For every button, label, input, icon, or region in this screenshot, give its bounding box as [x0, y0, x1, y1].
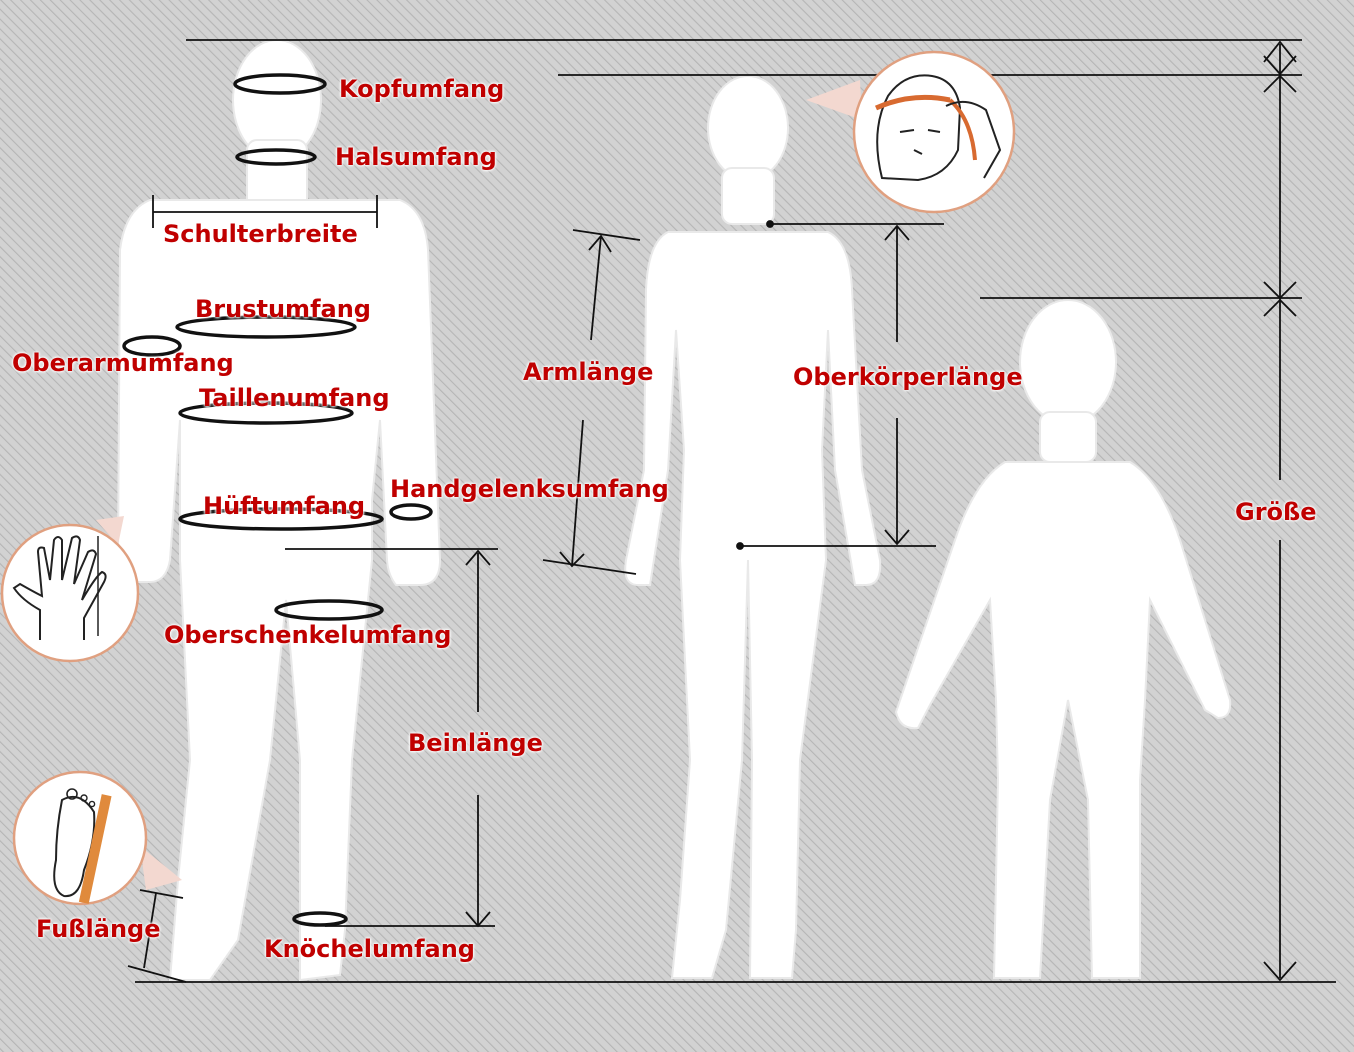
label-schulterbreite: Schulterbreite	[163, 220, 358, 248]
label-taillenumfang: Taillenumfang	[199, 384, 390, 412]
upper-arm-ring	[122, 335, 182, 357]
label-beinlaenge: Beinlänge	[408, 729, 543, 757]
ankle-ring	[292, 911, 348, 927]
label-hueftumfang: Hüftumfang	[203, 492, 366, 520]
neck-ring	[235, 148, 317, 166]
label-brustumfang: Brustumfang	[195, 295, 371, 323]
label-kopfumfang: Kopfumfang	[339, 75, 505, 103]
label-handgelenksumfang: Handgelenksumfang	[390, 475, 669, 503]
head-tape-measure-icon	[806, 50, 1016, 214]
foot-ruler-icon	[12, 770, 182, 906]
measurement-lines	[113, 39, 1336, 983]
thigh-ring	[274, 599, 384, 621]
label-groesse: Größe	[1235, 498, 1317, 526]
hip-ring	[178, 507, 384, 531]
wrist-ring	[389, 503, 433, 521]
label-knoechelumfang: Knöchelumfang	[264, 935, 475, 963]
label-halsumfang: Halsumfang	[335, 143, 497, 171]
chest-ring	[175, 315, 357, 339]
label-oberkoerperlaenge: Oberkörperlänge	[793, 363, 1023, 391]
label-fusslaenge: Fußlänge	[36, 915, 161, 943]
waist-ring	[178, 401, 354, 425]
middle-silhouette	[624, 75, 882, 979]
head-ring	[233, 73, 327, 95]
label-oberschenkelumfang: Oberschenkelumfang	[164, 621, 452, 649]
circumference-rings	[122, 73, 433, 927]
label-armlaenge: Armlänge	[523, 358, 654, 386]
hand-icon	[0, 516, 140, 663]
child-silhouette	[894, 299, 1232, 979]
label-oberarmumfang: Oberarmumfang	[12, 349, 234, 377]
